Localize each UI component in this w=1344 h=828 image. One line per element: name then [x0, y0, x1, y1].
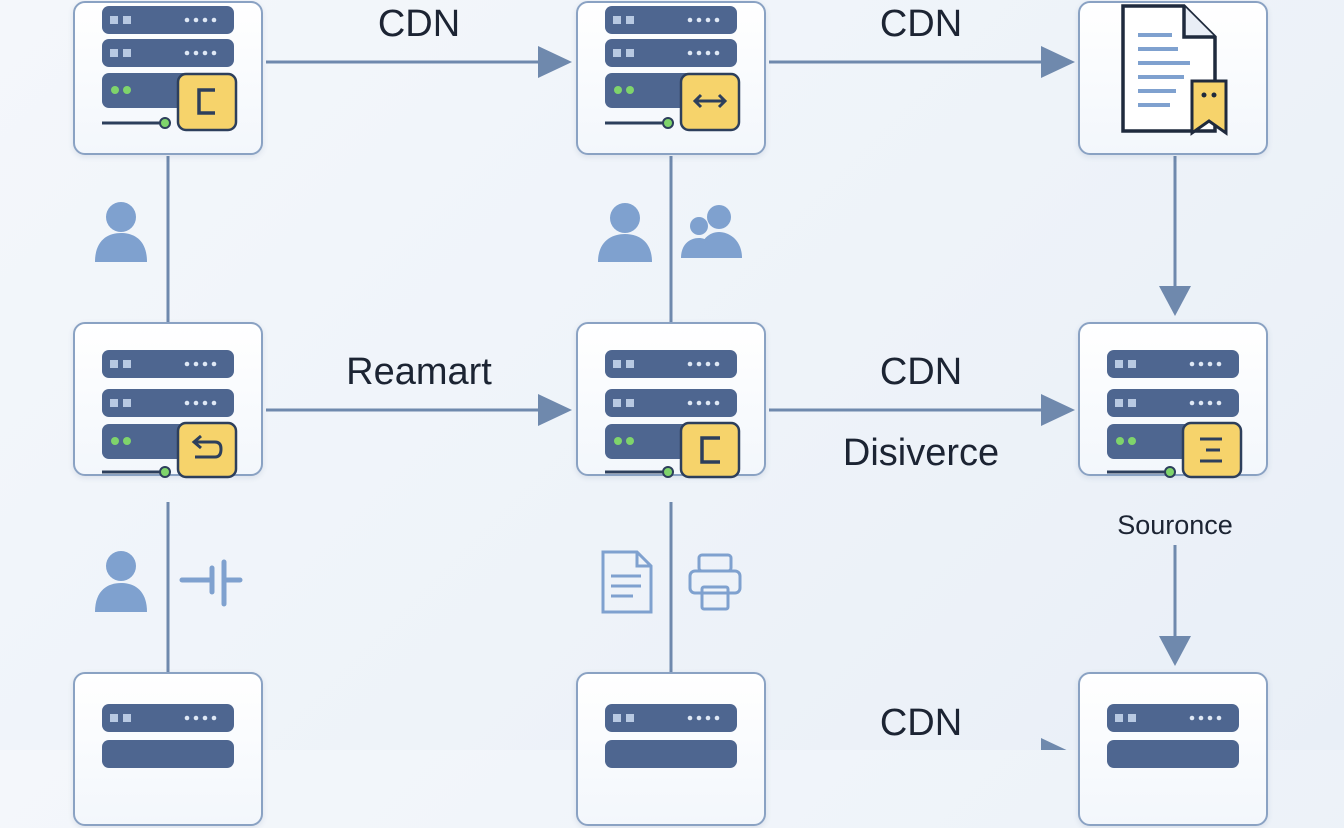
server-node-top-center [576, 1, 766, 155]
arrowhead-right-top-to-mid [1159, 286, 1191, 316]
users-icon [681, 205, 742, 258]
server-node-bottom-right [1078, 672, 1268, 826]
edge-label-top-left: CDN [377, 3, 461, 45]
server-icon [1107, 704, 1239, 768]
edge-label-top-right: CDN [879, 3, 963, 45]
server-icon [102, 350, 238, 479]
edge-label-bottom-right: CDN [879, 702, 963, 744]
server-icon [605, 6, 741, 132]
server-node-mid-left [73, 322, 263, 479]
server-icon [102, 704, 234, 768]
server-node-bottom-center [576, 672, 766, 826]
arrowhead-right-mid-to-bottom [1159, 636, 1191, 666]
edge-label-mid-right-b: Disiverce [842, 432, 1000, 474]
document-icon [1121, 4, 1228, 136]
arrowhead-bottom-center-to-right [1041, 738, 1067, 750]
server-node-mid-center [576, 322, 766, 479]
connectors-layer [95, 46, 1191, 750]
user-icon [598, 203, 652, 262]
edge-label-mid-left: Reamart [346, 351, 492, 393]
server-node-top-left [73, 1, 263, 155]
bookmark-badge [1190, 79, 1228, 136]
user-icon [95, 202, 147, 262]
server-icon [1107, 350, 1243, 479]
server-node-mid-right [1078, 322, 1268, 479]
arrowhead-top-center-to-right [1041, 46, 1075, 78]
node-caption-mid-right: Souronce [1117, 510, 1233, 540]
server-icon [605, 704, 737, 768]
server-icon [102, 6, 238, 132]
arrowhead-mid-left-to-center [538, 394, 572, 426]
edge-label-mid-right-a: CDN [879, 351, 963, 393]
printer-icon [688, 553, 742, 611]
arrowhead-top-left-to-center [538, 46, 572, 78]
document-node-top-right [1078, 1, 1268, 155]
server-icon [605, 350, 741, 479]
document-icon [601, 550, 653, 614]
plug-icon [179, 559, 243, 607]
server-node-bottom-left [73, 672, 263, 826]
cdn-network-diagram: CDN CDN Reamart CDN Disiverce Souronce C… [73, 1, 1268, 826]
user-icon [95, 551, 147, 612]
arrowhead-mid-center-to-right [1041, 394, 1075, 426]
